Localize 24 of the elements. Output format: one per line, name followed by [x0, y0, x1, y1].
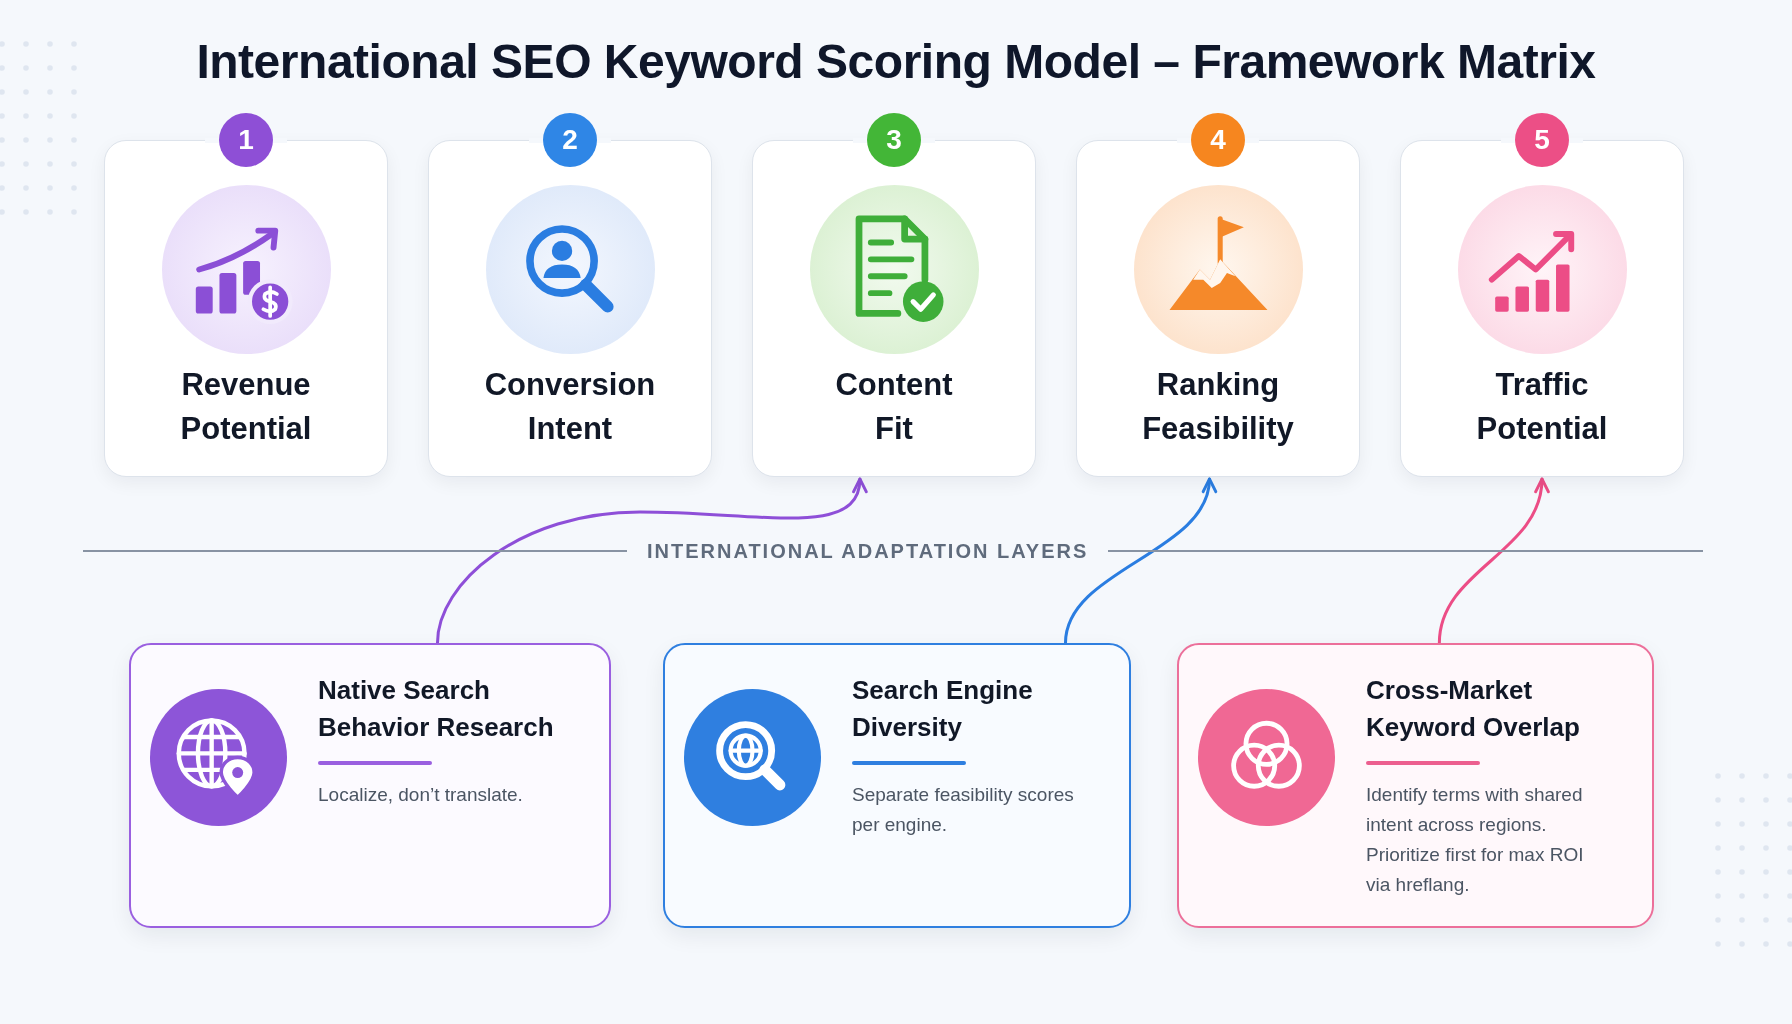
card-heading: Native Search Behavior Research [318, 674, 555, 744]
card-title: Ranking Feasibility [1142, 366, 1294, 448]
card-title: Revenue Potential [180, 366, 312, 448]
card-title: Content Fit [835, 366, 953, 448]
page-title: International SEO Keyword Scoring Model – Framework Matrix [196, 34, 1596, 90]
adaptation-card [663, 643, 1131, 928]
number-badge: 4 [1191, 113, 1245, 167]
number-badge: 3 [867, 113, 921, 167]
number-badge: 1 [219, 113, 273, 167]
card-description: Separate feasibility scores per engine. [852, 783, 1075, 837]
adaptation-card [129, 643, 611, 928]
card-heading: Search Engine Diversity [852, 674, 1034, 744]
card-description: Localize, don’t translate. [318, 783, 524, 807]
card-description: Identify terms with shared intent across regions. Prioritize first for max ROI via hreflang. [1366, 783, 1585, 897]
adaptation-card [1177, 643, 1654, 928]
card-title: Conversion Intent [484, 366, 656, 448]
number-badge: 5 [1515, 113, 1569, 167]
number-badge: 2 [543, 113, 597, 167]
arrow [1437, 477, 1549, 645]
card-title: Traffic Potential [1476, 366, 1608, 448]
section-label: INTERNATIONAL ADAPTATION LAYERS [647, 539, 1089, 563]
card-heading: Cross-Market Keyword Overlap [1366, 674, 1581, 744]
arrow [436, 477, 866, 645]
arrow [1064, 477, 1216, 645]
